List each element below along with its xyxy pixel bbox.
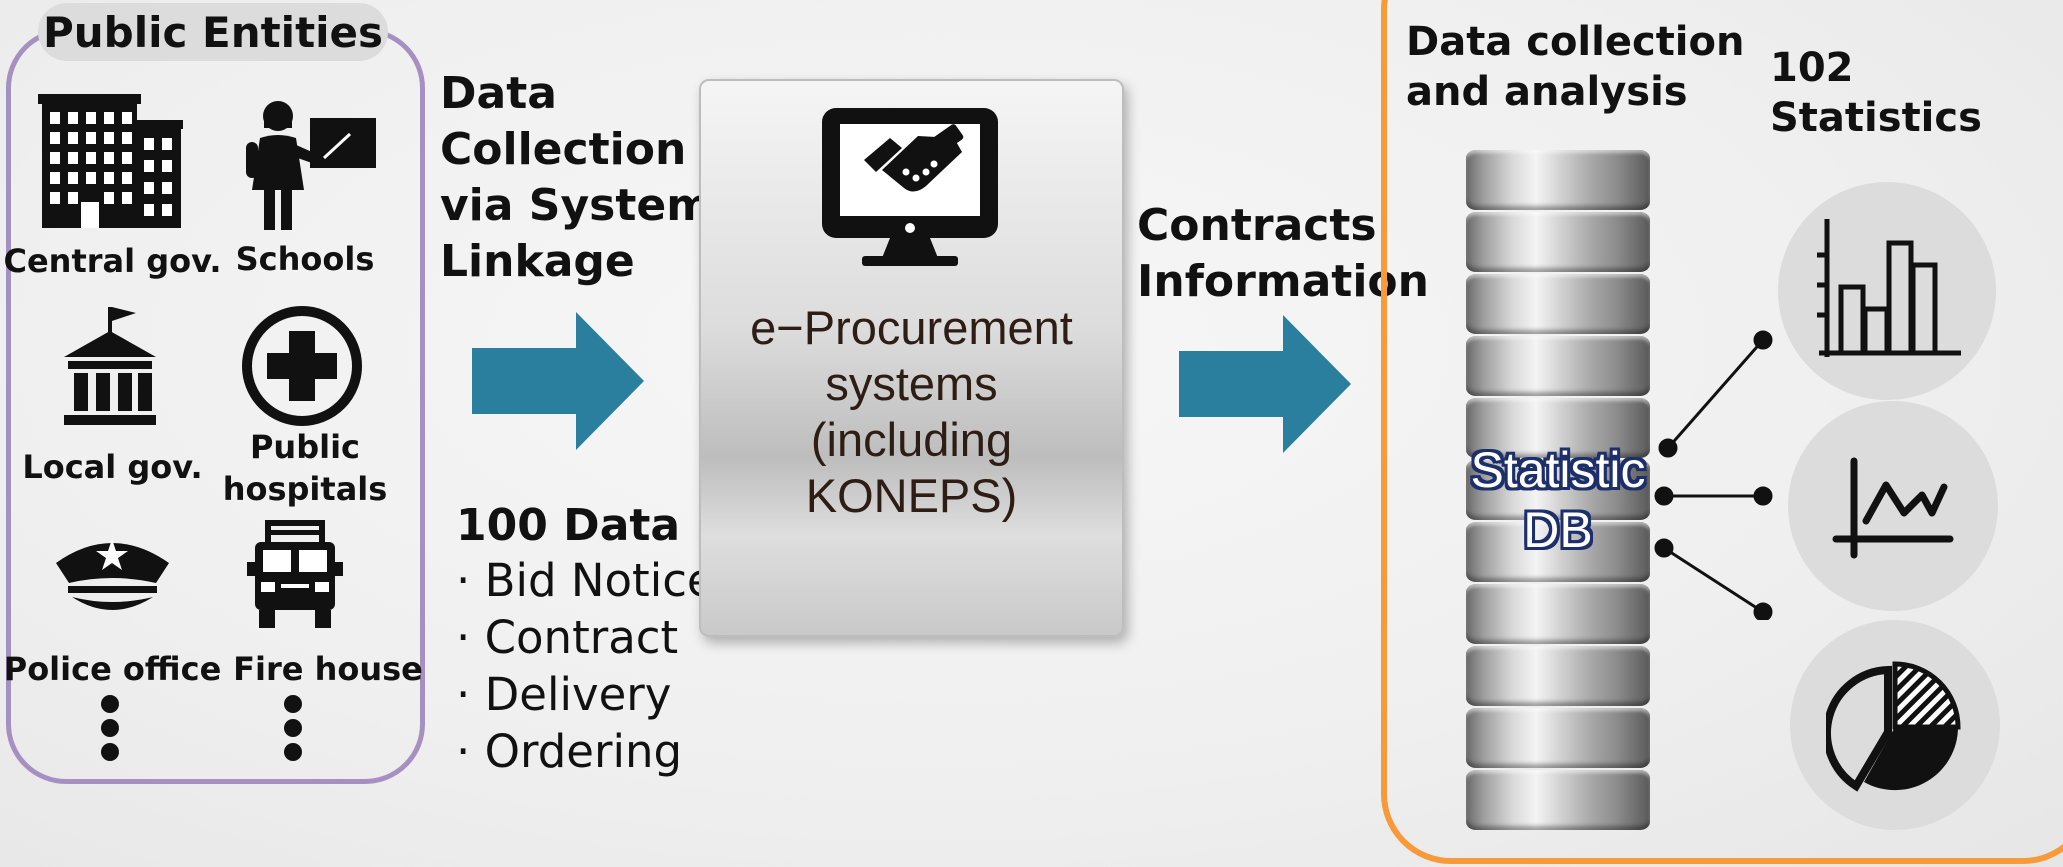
entity-label-public-hospitals: Public hospitals <box>222 428 388 508</box>
statistic-db-label-line: Statistic <box>1470 442 1646 498</box>
statistic-db-cylinder <box>1466 150 1650 830</box>
line-chart-icon-circle <box>1788 401 1998 611</box>
data-collection-heading-line: Linkage <box>440 236 635 287</box>
handshake-monitor-icon <box>822 108 998 266</box>
data-analysis-heading-line: Data collection <box>1406 19 1745 65</box>
more-entities-ellipsis <box>101 695 119 761</box>
entity-label-local-gov: Local gov. <box>22 448 203 486</box>
teacher-icon <box>246 101 376 230</box>
contracts-information-line: Information <box>1137 256 1429 307</box>
contracts-information-label: Contracts Information <box>1137 198 1429 310</box>
statistic-db-label: Statistic DB <box>1440 440 1676 560</box>
entity-label-police-office: Police office <box>3 650 222 688</box>
data-item: · Delivery <box>456 668 672 721</box>
entity-label-central-gov: Central gov. <box>3 242 222 280</box>
e-procurement-label-line: (including <box>810 413 1013 466</box>
government-icon <box>64 307 156 425</box>
fire-truck-icon <box>247 520 343 628</box>
db-connector-lines <box>1654 330 1773 620</box>
data-collection-heading-line: Data <box>440 68 557 119</box>
data-item: · Contract <box>456 611 679 664</box>
data-items-list: · Bid Notice · Contract · Delivery · Ord… <box>456 552 715 780</box>
data-item: · Ordering <box>456 725 683 778</box>
data-analysis-panel <box>1381 0 2063 864</box>
e-procurement-label-line: e−Procurement <box>750 301 1073 354</box>
data-analysis-heading: Data collection and analysis <box>1406 17 1744 117</box>
data-collection-heading-line: via System <box>440 180 713 231</box>
e-procurement-label-line: systems <box>825 357 998 410</box>
right-arrow-icon <box>472 312 644 450</box>
data-analysis-heading-line: and analysis <box>1406 69 1688 115</box>
pie-chart-icon <box>1826 661 1961 792</box>
police-cap-icon <box>56 539 169 610</box>
bar-chart-icon <box>1817 219 1961 357</box>
more-entities-ellipsis <box>284 695 302 761</box>
data-collection-heading: Data Collection via System Linkage <box>440 66 712 290</box>
e-procurement-label: e−Procurement systems (including KONEPS) <box>699 300 1124 524</box>
data-count-title: 100 Data <box>456 500 681 551</box>
building-icon <box>38 94 183 228</box>
entity-label-fire-house: Fire house <box>233 650 423 688</box>
data-collection-heading-line: Collection <box>440 124 687 175</box>
contracts-information-line: Contracts <box>1137 200 1377 251</box>
right-arrow-icon <box>1179 315 1351 453</box>
data-item: · Bid Notice <box>456 554 715 607</box>
e-procurement-label-line: KONEPS) <box>805 469 1018 522</box>
medical-cross-icon <box>242 306 362 426</box>
statistic-db-label-line: DB <box>1523 502 1593 558</box>
entity-label-schools: Schools <box>235 240 375 278</box>
line-chart-icon <box>1832 457 1954 559</box>
statistics-count-title: 102 Statistics <box>1770 45 1982 141</box>
public-entities-title: Public Entities <box>38 3 388 61</box>
